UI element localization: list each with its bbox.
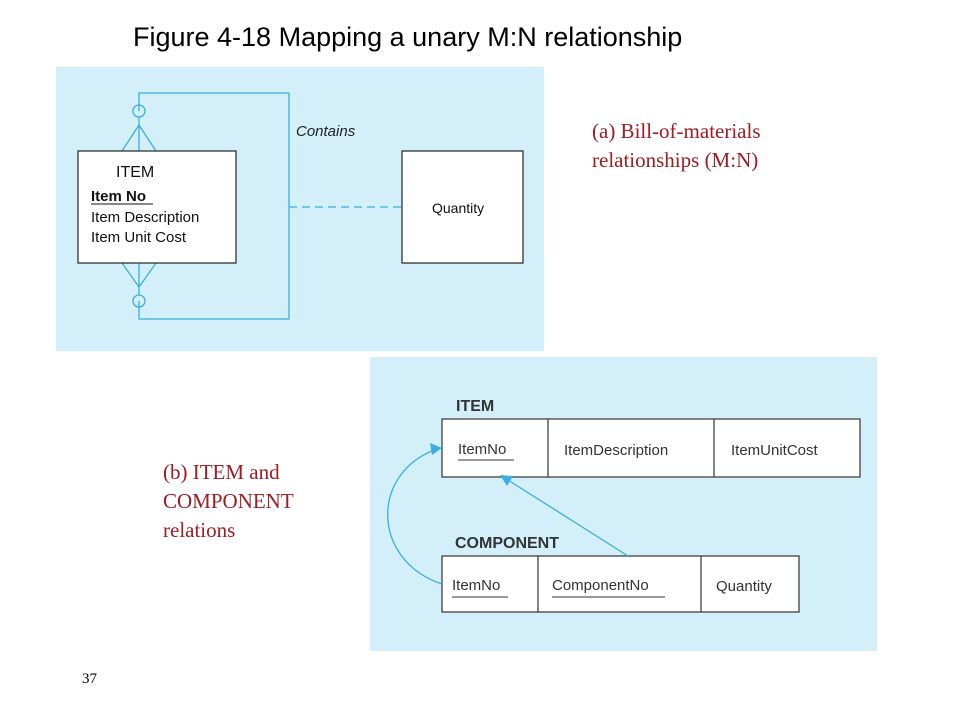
item-column-itemno: ItemNo xyxy=(458,441,506,458)
relationship-loop-line xyxy=(138,92,290,320)
fk-arrow-itemno xyxy=(387,447,443,585)
component-relation-box xyxy=(441,555,800,613)
caption-b-line: COMPONENT xyxy=(163,489,294,513)
quantity-attribute-label: Quantity xyxy=(432,200,484,216)
fk-arrowhead-itemno xyxy=(430,443,442,455)
item-column-description: ItemDescription xyxy=(564,442,668,459)
fk-arrowhead-componentno xyxy=(500,475,513,486)
component-column-componentno: ComponentNo xyxy=(552,577,649,594)
component-relation-name: COMPONENT xyxy=(455,535,559,552)
relationship-label: Contains xyxy=(296,123,356,140)
item-relation-name: ITEM xyxy=(456,398,494,415)
item-attribute-description: Item Description xyxy=(91,209,199,226)
caption-a-line: (a) Bill-of-materials xyxy=(592,119,761,143)
page-number: 37 xyxy=(82,671,97,687)
crows-foot-top xyxy=(121,117,157,152)
caption-a: (a) Bill-of-materials relationships (M:N… xyxy=(592,117,761,175)
item-attribute-unit-cost: Item Unit Cost xyxy=(91,229,187,246)
quantity-attribute-box xyxy=(401,150,524,264)
item-entity-box xyxy=(77,150,237,264)
crows-foot-bottom xyxy=(121,262,157,295)
item-entity-name: ITEM xyxy=(116,164,154,181)
fk-arrow-componentno xyxy=(507,479,629,557)
caption-a-line: relationships (M:N) xyxy=(592,148,759,172)
item-column-unitcost: ItemUnitCost xyxy=(731,442,819,459)
component-column-quantity: Quantity xyxy=(716,578,772,595)
item-relation-box xyxy=(441,418,861,478)
component-column-itemno: ItemNo xyxy=(452,577,500,594)
figure-title: Figure 4-18 Mapping a unary M:N relation… xyxy=(133,22,683,52)
caption-b: (b) ITEM and COMPONENT relations xyxy=(163,458,294,545)
item-attribute-item-no: Item No xyxy=(91,188,146,205)
caption-b-line: relations xyxy=(163,518,236,542)
caption-b-line: (b) ITEM and xyxy=(163,460,280,484)
